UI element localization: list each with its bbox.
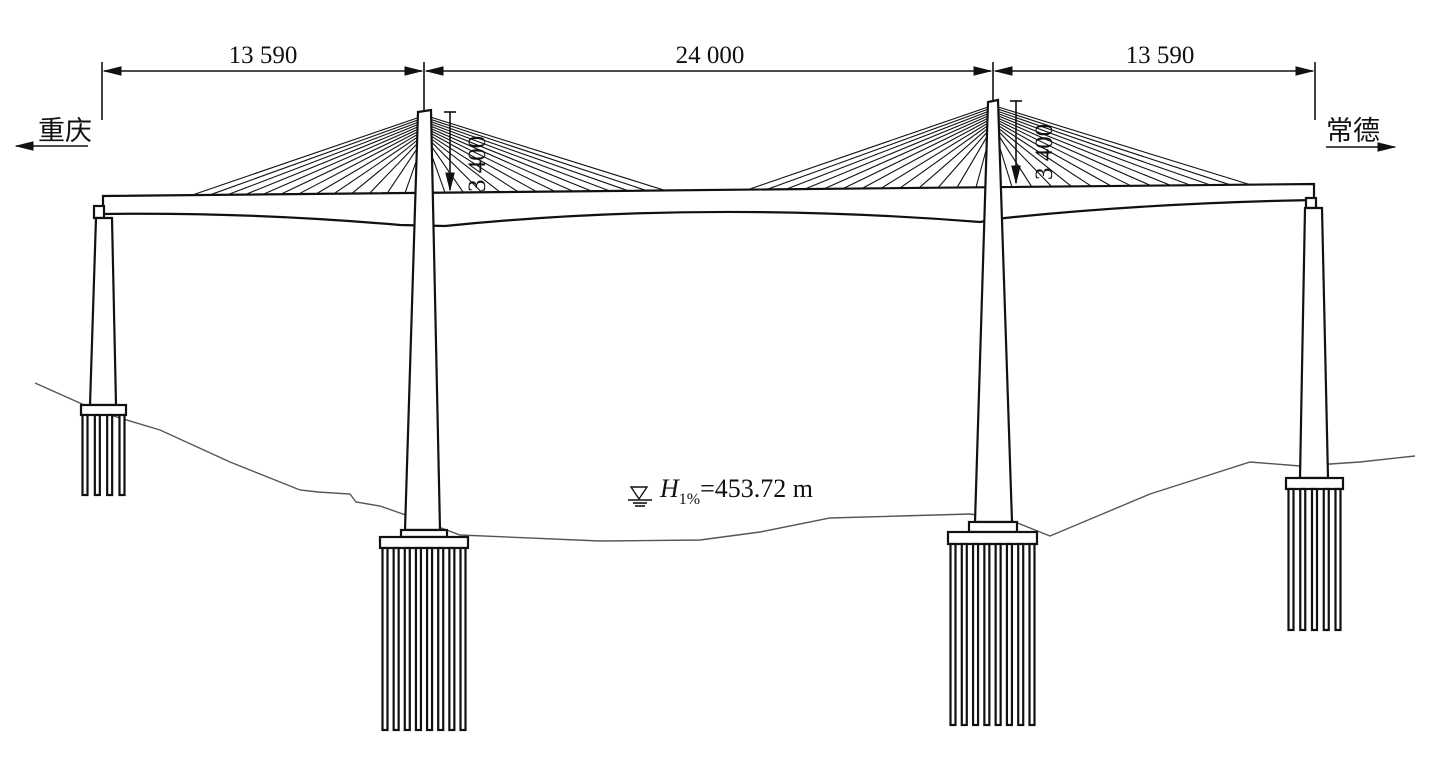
pile [1017,542,1025,727]
stay-cables [191,105,1251,196]
span-dimensions: 13 590 24 000 13 590 [101,42,1316,120]
right-pylon-height-label: 3 400 [1031,124,1058,180]
stay-cable [426,115,666,191]
stay-cable [823,114,992,190]
stay-cable [298,128,424,195]
direction-left: 重庆 [14,116,92,151]
pile [1287,487,1295,632]
stay-cable [426,132,519,193]
stay-cable [994,118,1132,187]
pile [971,542,980,727]
pile [459,546,467,732]
stay-cable [426,117,647,192]
stay-cable [280,126,424,195]
stay-cable [191,115,424,196]
pile [118,413,126,497]
stay-cable [426,119,629,192]
stay-cable [994,120,1112,187]
stay-cable [994,127,1053,187]
water-level-value: =453.72 m [700,474,813,503]
stay-cable [994,105,1251,186]
pile [1028,542,1036,727]
stay-cable [842,116,992,190]
stay-cable [209,117,424,196]
pile [1310,487,1319,632]
main-span-label: 24 000 [676,42,745,69]
pile [392,546,400,732]
pile [81,413,89,497]
stay-cable [994,129,1033,188]
stay-cable [747,105,992,191]
water-level-icon [629,486,649,501]
water-level-symbol: H [659,474,680,503]
stay-cable [880,120,992,189]
stay-cable [227,119,424,196]
design-water-level: H1%=453.72 m [628,474,813,508]
stay-cable [369,137,424,194]
stay-cable [245,121,424,196]
ground-profile [34,382,1416,542]
stay-cable [994,107,1231,186]
stay-cable [351,135,424,194]
pile [448,546,456,732]
left-abutment-pier [79,204,128,497]
stay-cable [426,130,537,193]
pile [93,413,101,497]
stay-cable [956,129,992,188]
left-pylon-height-dimension: 3 400 [444,111,491,192]
stay-cable [994,116,1152,187]
stay-cable [333,132,424,195]
stay-cable [899,122,992,189]
stay-cable [994,125,1072,187]
right-pylon [946,98,1039,727]
water-level-subscript: 1% [679,491,700,508]
stay-cable [426,124,592,192]
stay-cable [994,111,1191,186]
direction-left-label: 重庆 [38,116,92,146]
pile [949,542,957,727]
pile [983,542,991,727]
stay-cable [426,137,483,193]
stay-cable [994,122,1092,187]
stay-cable [766,107,992,190]
stay-cable [426,135,501,193]
stay-cable [994,109,1211,186]
stay-cable [426,126,574,192]
stay-cable [785,109,992,190]
pile [960,542,968,727]
direction-right-label: 常德 [1326,116,1380,146]
left-span-label: 13 590 [229,42,298,69]
pile [1005,542,1014,727]
stay-cable [861,118,992,189]
stay-cable [994,114,1171,186]
pile [106,413,114,497]
pile [403,546,411,732]
stay-cable [262,124,424,195]
svg-text:H1%=453.72 m: H1%=453.72 m [659,474,813,508]
stay-cable [937,127,992,189]
stay-cable [918,125,992,189]
pile [381,546,389,732]
stay-cable [804,111,992,190]
pile [1299,487,1307,632]
left-pylon-height-label: 3 400 [464,136,491,192]
right-span-label: 13 590 [1126,42,1195,69]
stay-cable [426,139,464,193]
stay-cable [426,128,556,193]
right-pylon-height-dimension: 3 400 [1010,100,1058,185]
pile [437,546,445,732]
right-abutment-pier [1284,196,1345,632]
bridge-deck [101,182,1316,228]
pile [414,546,423,732]
pile [425,546,434,732]
left-pylon [378,108,470,732]
pile [994,542,1002,727]
stay-cable [426,121,611,192]
stay-cable [315,130,424,195]
pile [1322,487,1330,632]
direction-right: 常德 [1326,116,1397,152]
pile [1334,487,1342,632]
